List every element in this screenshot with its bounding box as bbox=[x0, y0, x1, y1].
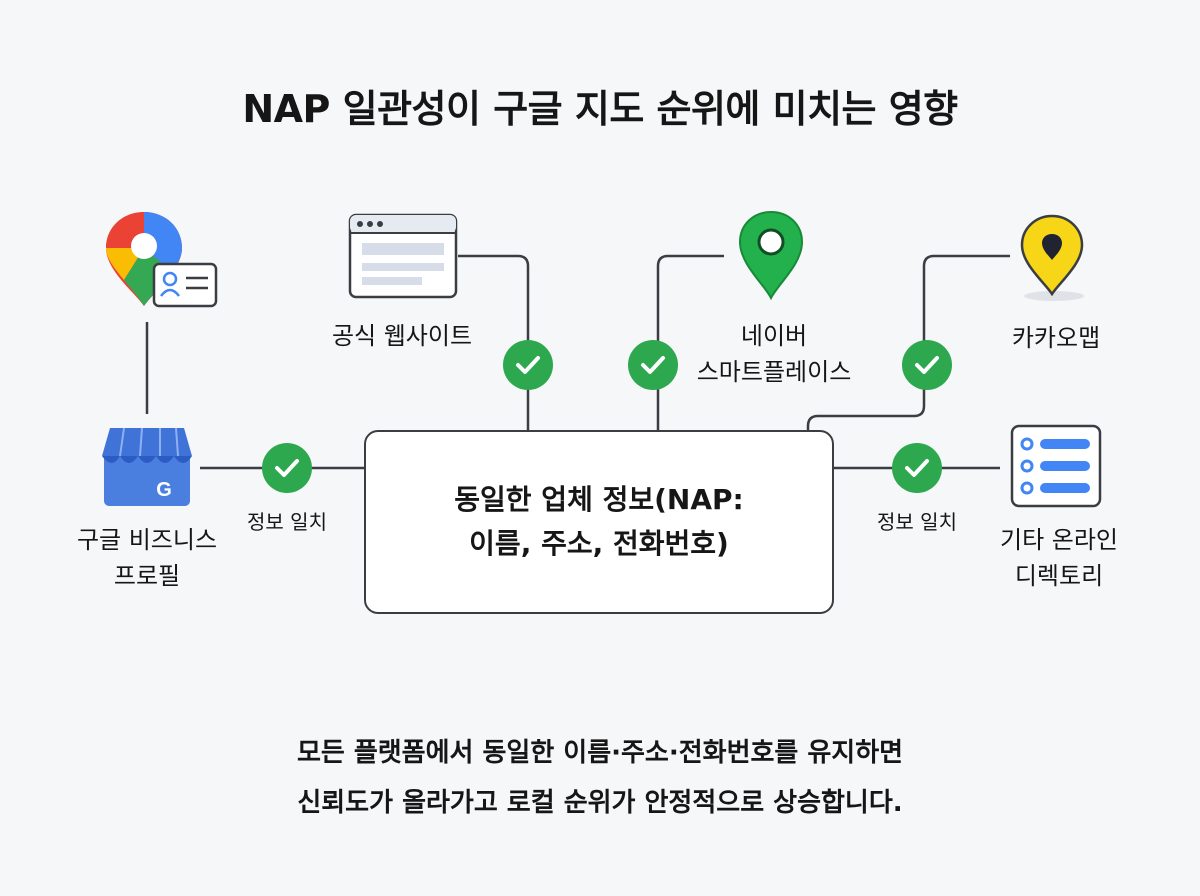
connector-naver bbox=[656, 254, 724, 430]
footer-note: 모든 플랫폼에서 동일한 이름·주소·전화번호를 유지하면 신뢰도가 올라가고 … bbox=[0, 728, 1200, 828]
naver-map-pin-icon bbox=[736, 208, 806, 302]
check-icon-directory bbox=[892, 443, 942, 493]
storefront-icon: G bbox=[100, 424, 194, 510]
list-icon bbox=[1010, 424, 1102, 508]
center-line2: 이름, 주소, 전화번호) bbox=[469, 527, 729, 560]
google-maps-pin-icon bbox=[104, 208, 222, 308]
check-icon-website bbox=[503, 340, 553, 390]
svg-text:G: G bbox=[156, 479, 172, 501]
naver-label-line2: 스마트플레이스 bbox=[696, 358, 852, 386]
check-icon-kakao bbox=[902, 340, 952, 390]
check-icon-naver bbox=[628, 340, 678, 390]
browser-window-icon bbox=[348, 213, 458, 299]
directory-label-line2: 디렉토리 bbox=[1014, 562, 1104, 590]
naver-label-line1: 네이버 bbox=[740, 322, 808, 350]
website-label: 공식 웹사이트 bbox=[331, 322, 473, 350]
connector-kakao bbox=[806, 254, 1010, 430]
check-icon-gbp bbox=[262, 443, 312, 493]
kakao-label: 카카오맵 bbox=[1011, 324, 1101, 352]
directory-label: 기타 온라인 디렉토리 bbox=[964, 522, 1154, 594]
directory-label-line1: 기타 온라인 bbox=[999, 526, 1119, 554]
gbp-label: 구글 비즈니스 프로필 bbox=[40, 522, 254, 594]
kakao-map-pin-icon bbox=[1016, 212, 1088, 304]
nap-center-box: 동일한 업체 정보(NAP: 이름, 주소, 전화번호) bbox=[364, 430, 834, 614]
diagram-title: NAP 일관성이 구글 지도 순위에 미치는 영향 bbox=[242, 87, 958, 131]
footer-line2: 신뢰도가 올라가고 로컬 순위가 안정적으로 상승합니다. bbox=[297, 788, 903, 818]
gbp-label-line2: 프로필 bbox=[113, 562, 181, 590]
connector-website bbox=[458, 254, 530, 430]
match-label-right: 정보 일치 bbox=[877, 510, 957, 534]
match-label-left: 정보 일치 bbox=[247, 510, 327, 534]
gbp-label-line1: 구글 비즈니스 bbox=[76, 526, 218, 554]
footer-line1: 모든 플랫폼에서 동일한 이름·주소·전화번호를 유지하면 bbox=[296, 738, 904, 768]
center-line1: 동일한 업체 정보(NAP: bbox=[454, 483, 744, 516]
naver-label: 네이버 스마트플레이스 bbox=[662, 318, 886, 390]
